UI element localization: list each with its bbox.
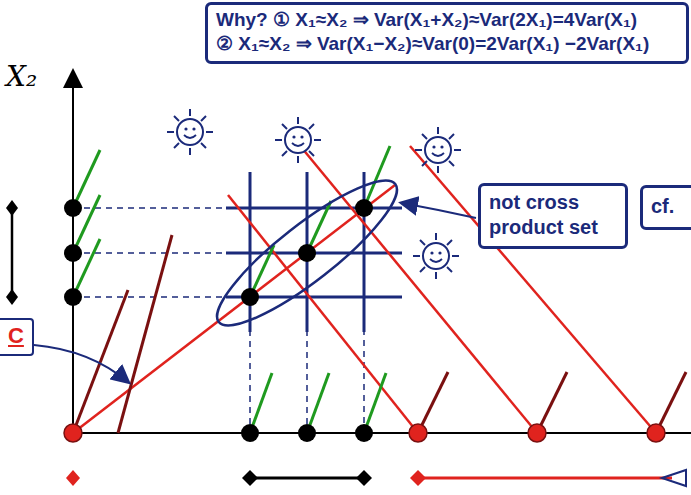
drawing-part bbox=[250, 477, 364, 480]
drawing-part bbox=[228, 195, 418, 433]
drawing-part bbox=[364, 373, 386, 433]
smiley-suns bbox=[167, 109, 461, 279]
drawing-part bbox=[364, 146, 390, 208]
drawing-part bbox=[415, 127, 461, 173]
drawing-part bbox=[537, 372, 567, 433]
drawing-part bbox=[6, 289, 18, 305]
red-lines bbox=[73, 136, 656, 433]
callout-box: not cross product set bbox=[478, 183, 628, 249]
axis-label: X₂ bbox=[6, 60, 37, 93]
drawing-part bbox=[11, 208, 14, 297]
drawing-part bbox=[64, 424, 665, 442]
drawing-part bbox=[298, 424, 316, 442]
drawing-part bbox=[73, 290, 128, 433]
green-strokes bbox=[73, 146, 390, 433]
drawing-part bbox=[410, 146, 656, 433]
set-label-box: C bbox=[0, 318, 34, 356]
node-text: cf. bbox=[651, 194, 689, 219]
dark-red-strokes bbox=[73, 235, 686, 433]
drawing-part bbox=[64, 424, 82, 442]
drawing-part bbox=[73, 150, 100, 208]
drawing-part bbox=[241, 288, 259, 306]
node-text: not cross product set bbox=[489, 190, 617, 240]
node-text: ② X₁≈X₂ ⇒ Var(X₁−X₂)≈Var(0)=2Var(X₁) −2V… bbox=[216, 32, 678, 56]
drawing-part bbox=[418, 477, 672, 480]
drawing-part bbox=[355, 199, 373, 217]
drawing-part bbox=[250, 373, 272, 433]
drawing-part bbox=[298, 244, 316, 262]
drawing-part bbox=[226, 207, 402, 210]
drawing-part bbox=[356, 470, 372, 486]
drawing-part bbox=[410, 470, 426, 486]
drawing-part bbox=[355, 424, 373, 442]
cf-box: cf. bbox=[640, 185, 691, 230]
cross-grid bbox=[226, 172, 402, 332]
drawing-part bbox=[241, 424, 259, 442]
drawing-part bbox=[402, 203, 476, 218]
drawing-part bbox=[242, 470, 258, 486]
drawing-part bbox=[64, 288, 82, 306]
drawing-part bbox=[118, 235, 172, 433]
drawing-part bbox=[413, 233, 459, 279]
drawing-part bbox=[73, 185, 395, 433]
drawing-part bbox=[662, 470, 686, 486]
drawing-part bbox=[418, 372, 448, 433]
drawing-part bbox=[275, 117, 321, 163]
highlight-ellipse bbox=[202, 162, 413, 344]
drawing-part bbox=[528, 424, 546, 442]
drawing-part bbox=[64, 244, 82, 262]
drawing-part bbox=[73, 432, 691, 434]
leader-arrows bbox=[34, 203, 476, 382]
drawing-part bbox=[167, 109, 213, 155]
drawing-part bbox=[64, 199, 373, 442]
drawing-part bbox=[64, 199, 82, 217]
drawing-part bbox=[409, 424, 427, 442]
drawing-part bbox=[647, 424, 665, 442]
drawing-part bbox=[34, 345, 128, 382]
drawing-part bbox=[656, 372, 686, 433]
drawing-part bbox=[66, 470, 80, 486]
node-text: C bbox=[8, 322, 26, 350]
drawing-part bbox=[292, 136, 537, 433]
axes bbox=[73, 72, 691, 433]
node-text: Why? ① X₁≈X₂ ⇒ Var(X₁+X₂)≈Var(2X₁)=4Var(… bbox=[216, 8, 678, 32]
drawing-part bbox=[307, 373, 329, 433]
formula-box: Why? ① X₁≈X₂ ⇒ Var(X₁+X₂)≈Var(2X₁)=4Var(… bbox=[205, 2, 689, 64]
drawing-part bbox=[6, 200, 18, 216]
